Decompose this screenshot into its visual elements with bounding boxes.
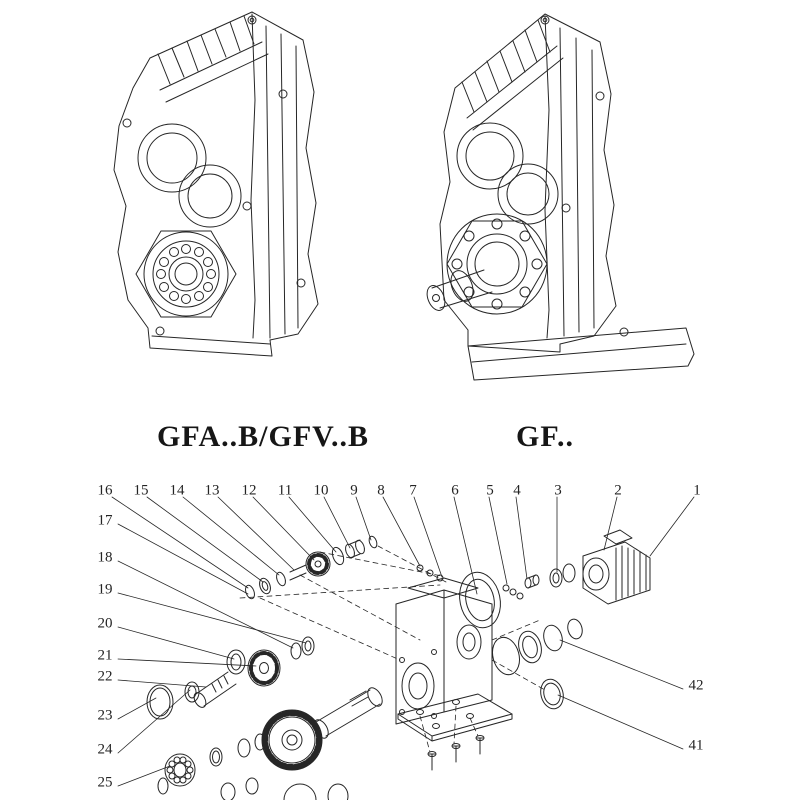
housing-ribs bbox=[266, 26, 298, 338]
gearbox-right-drawing bbox=[424, 14, 694, 380]
foot-line bbox=[152, 336, 270, 344]
output-bearing bbox=[136, 231, 236, 317]
housing-front-edge bbox=[545, 16, 549, 338]
part-callout-12: 12 bbox=[241, 482, 257, 499]
part-callout-25: 25 bbox=[97, 774, 113, 791]
figure-left-label: GFA..B/GFV..B bbox=[157, 420, 369, 453]
part-callout-15: 15 bbox=[133, 482, 149, 499]
housing-screws bbox=[123, 16, 305, 335]
part-callout-24: 24 bbox=[97, 741, 113, 758]
part-callout-21: 21 bbox=[97, 647, 113, 664]
part-callout-2: 2 bbox=[614, 482, 622, 499]
callout-leader-lines bbox=[112, 497, 694, 786]
intermediate-shaft-parts bbox=[147, 637, 314, 719]
housing-screws bbox=[541, 16, 628, 336]
housing-outline bbox=[440, 14, 616, 352]
gearbox-left-drawing bbox=[114, 12, 318, 356]
input-pinion-parts bbox=[244, 535, 378, 600]
part-callout-41: 41 bbox=[688, 737, 704, 754]
cover-rings bbox=[489, 618, 585, 712]
part-callout-4: 4 bbox=[513, 482, 521, 499]
part-callout-7: 7 bbox=[409, 482, 417, 499]
part-callout-6: 6 bbox=[451, 482, 459, 499]
part-callout-22: 22 bbox=[97, 668, 113, 685]
part-callout-23: 23 bbox=[97, 707, 113, 724]
part-callout-8: 8 bbox=[377, 482, 385, 499]
part-callout-1: 1 bbox=[693, 482, 701, 499]
assembly-axis-lines bbox=[240, 546, 545, 752]
part-callout-16: 16 bbox=[97, 482, 113, 499]
exploded-view-drawing bbox=[112, 497, 694, 800]
housing-front-edge bbox=[251, 14, 255, 338]
motor-body bbox=[583, 542, 650, 604]
bearing-bosses bbox=[138, 124, 241, 227]
part-callout-10: 10 bbox=[313, 482, 329, 499]
part-callout-20: 20 bbox=[97, 615, 113, 632]
output-shaft bbox=[424, 267, 492, 313]
part-callout-42: 42 bbox=[688, 677, 704, 694]
exploded-housing bbox=[396, 578, 492, 724]
part-callout-14: 14 bbox=[169, 482, 185, 499]
part-callout-18: 18 bbox=[97, 549, 113, 566]
motor-side-parts bbox=[455, 530, 650, 632]
output-flange bbox=[447, 214, 547, 314]
baseplate-parts bbox=[398, 694, 512, 770]
part-callout-11: 11 bbox=[277, 482, 293, 499]
part-callout-3: 3 bbox=[554, 482, 562, 499]
part-callout-17: 17 bbox=[97, 512, 113, 529]
cooling-fins bbox=[158, 16, 268, 102]
housing-studs bbox=[417, 565, 443, 581]
figure-right-label: GF.. bbox=[516, 420, 574, 453]
part-callout-5: 5 bbox=[486, 482, 494, 499]
housing-outline bbox=[114, 12, 318, 356]
output-gear-parts bbox=[158, 685, 385, 800]
cooling-fins bbox=[462, 20, 563, 130]
part-callout-13: 13 bbox=[204, 482, 220, 499]
part-callout-19: 19 bbox=[97, 581, 113, 598]
bearing-bosses bbox=[457, 123, 558, 224]
mounting-base bbox=[468, 328, 694, 380]
part-callout-9: 9 bbox=[350, 482, 358, 499]
housing-ribs bbox=[560, 28, 594, 336]
